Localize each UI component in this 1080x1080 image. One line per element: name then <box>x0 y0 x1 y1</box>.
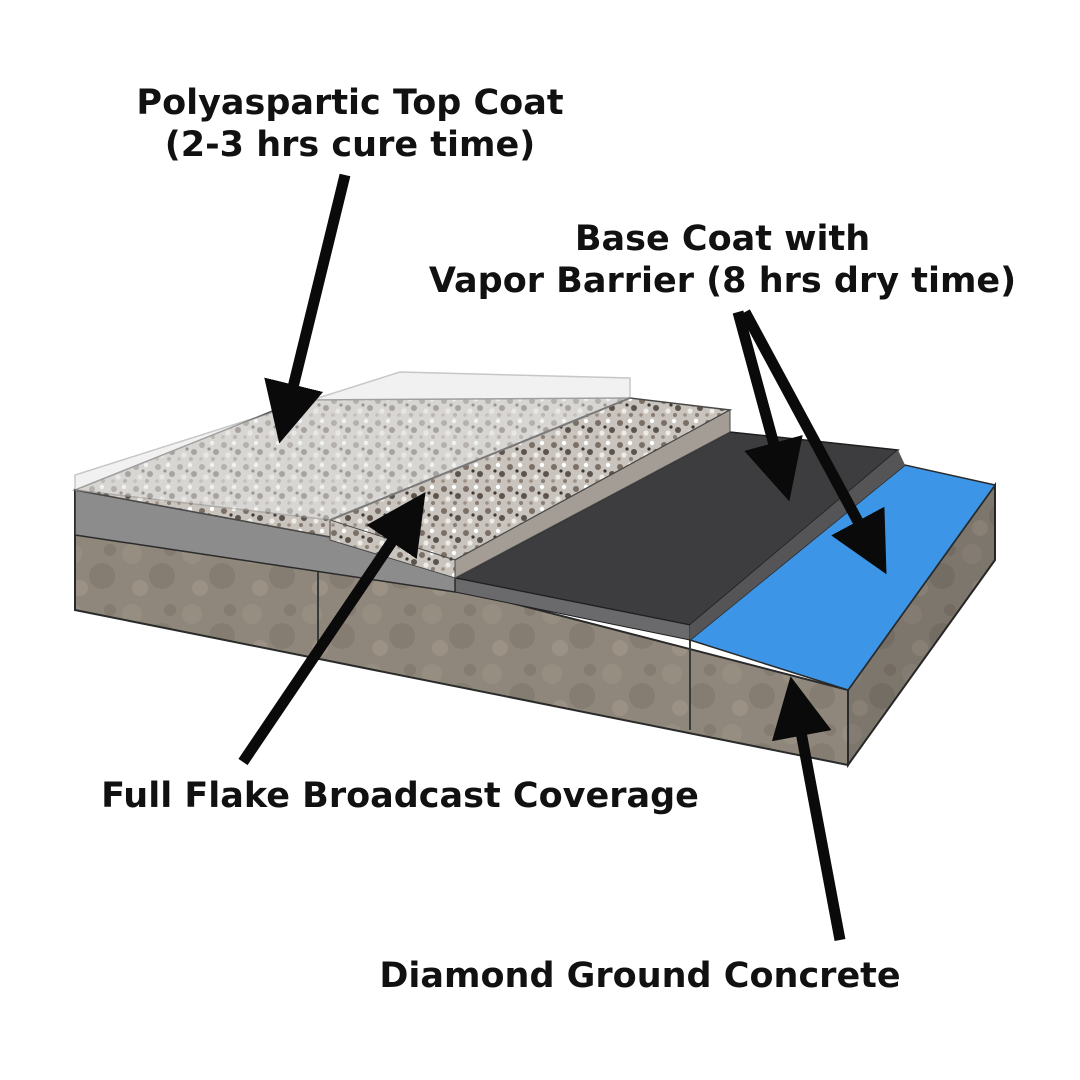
base-coat-label-line2: Vapor Barrier (8 hrs dry time) <box>428 261 1017 301</box>
concrete-label: Diamond Ground Concrete <box>379 956 901 996</box>
top-coat-label-line1: Polyaspartic Top Coat <box>136 83 564 123</box>
arrow-flake <box>238 491 426 766</box>
top-coat-label-line2: (2-3 hrs cure time) <box>164 125 536 165</box>
top-coat-label: Polyaspartic Top Coat (2-3 hrs cure time… <box>95 82 605 166</box>
arrow-vapor-barrier <box>740 309 887 575</box>
base-coat-label: Base Coat with Vapor Barrier (8 hrs dry … <box>410 218 1035 302</box>
arrow-concrete <box>771 676 846 942</box>
arrow-top-coat <box>264 173 351 444</box>
flake-label: Full Flake Broadcast Coverage <box>101 776 699 816</box>
base-coat-label-line1: Base Coat with <box>574 219 871 259</box>
arrow-base-coat <box>732 310 803 502</box>
